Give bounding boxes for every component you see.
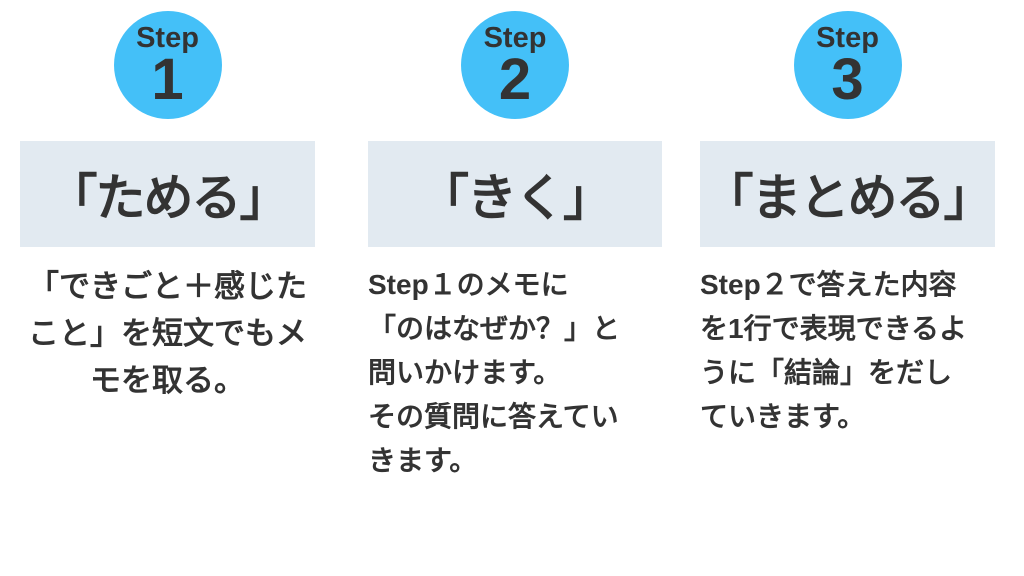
step-column-1: Step 1 「ためる」 「できごと＋感じた こと」を短文でもメ モを取る。 [20,0,315,404]
step-3-badge: Step 3 [793,11,902,119]
step-3-title-box: 「まとめる」 [700,141,995,247]
step-1-badge-number: 1 [151,47,184,112]
step-3-title: 「まとめる」 [703,170,994,226]
step-2-badge: Step 2 [461,11,569,119]
step-column-2: Step 2 「きく」 Step１のメモに 「のはなぜか？」と 問いかけます。 … [368,0,662,483]
step-1-title-box: 「ためる」 [20,141,315,247]
step-2-description: Step１のメモに 「のはなぜか？」と 問いかけます。 その質問に答えてい きま… [368,269,621,476]
step-2-badge-label: Step [483,22,547,54]
step-2-title-box: 「きく」 [368,141,662,247]
step-3-badge-number: 3 [831,47,864,112]
step-3-badge-label: Step [816,22,879,54]
step-1-description: 「できごと＋感じた こと」を短文でもメ モを取る。 [28,269,307,398]
step-1-badge: Step 1 [113,11,222,119]
step-1-title: 「ためる」 [47,170,290,226]
step-2-badge-number: 2 [498,47,532,112]
step-1-badge-label: Step [136,22,199,54]
step-column-3: Step 3 「まとめる」 Step２で答えた内容 を1行で表現できるよ うに「… [700,0,995,439]
step-3-description: Step２で答えた内容 を1行で表現できるよ うに「結論」をだし ていきます。 [700,269,968,432]
step-2-title: 「きく」 [419,170,613,226]
